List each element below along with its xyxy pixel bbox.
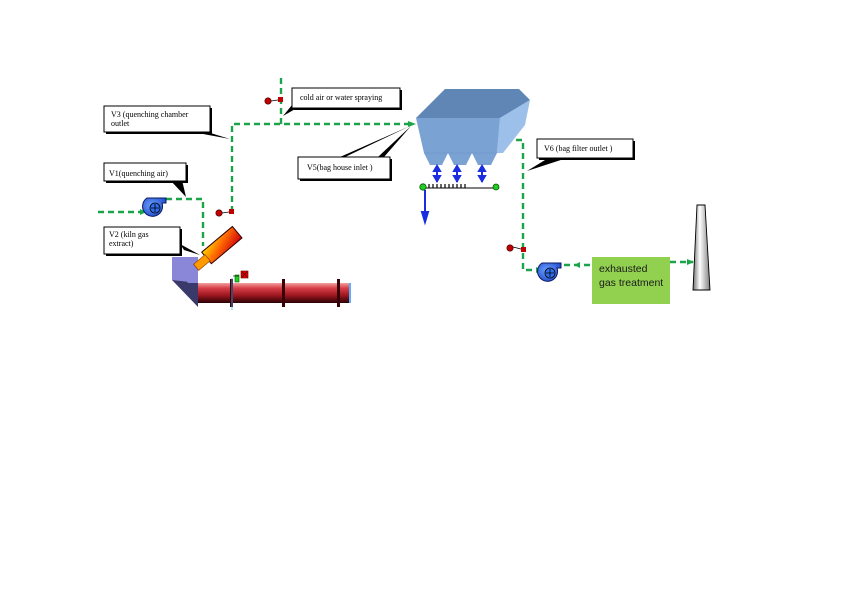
dust-discharge-arrows bbox=[420, 164, 487, 226]
baghouse-front bbox=[416, 118, 500, 153]
callout-v3-line1: V3 (quenching chamber bbox=[111, 110, 189, 119]
kiln-end-cap bbox=[349, 283, 351, 303]
arrow-down-icon bbox=[420, 190, 430, 226]
arrow-up-icon bbox=[452, 164, 462, 183]
callout-v3-line2: outlet bbox=[111, 119, 130, 128]
kiln-hood[interactable] bbox=[172, 257, 198, 307]
baghouse-top bbox=[416, 89, 530, 118]
chimney-icon bbox=[692, 204, 711, 291]
arrow-up-icon bbox=[432, 164, 442, 183]
conveyor-pulley-right bbox=[492, 183, 500, 191]
treatment-box bbox=[592, 257, 670, 304]
callout-v5: V5(bag house inlet ) bbox=[297, 126, 411, 181]
callout-v1-line1: V1(quenching air) bbox=[109, 169, 168, 178]
quenching-chamber[interactable] bbox=[191, 225, 243, 272]
screw-conveyor[interactable] bbox=[419, 183, 500, 191]
id-fan[interactable] bbox=[537, 262, 562, 282]
valve-actuator-icon bbox=[215, 209, 223, 217]
callout-v2-line2: extract) bbox=[109, 239, 134, 248]
kiln-sensor bbox=[234, 274, 240, 283]
kiln-shell bbox=[198, 283, 350, 303]
valve-actuator-icon bbox=[506, 244, 514, 252]
arrow-up-icon bbox=[477, 164, 487, 183]
valve-v6[interactable] bbox=[506, 244, 526, 252]
callout-v5-line1: V5(bag house inlet ) bbox=[307, 163, 373, 172]
callout-v6-line1: V6 (bag filter outlet ) bbox=[544, 144, 613, 153]
conveyor-flights bbox=[428, 184, 466, 188]
valve-body-icon bbox=[278, 97, 283, 102]
kiln-tyre-3 bbox=[337, 279, 340, 307]
valve-v3[interactable] bbox=[215, 209, 234, 217]
rotary-kiln[interactable] bbox=[198, 270, 351, 310]
kiln-tyre-2 bbox=[282, 279, 285, 307]
pipe-bag-filter-outlet bbox=[506, 138, 538, 272]
callout-v2: V2 (kiln gas extract) bbox=[103, 226, 200, 256]
kiln-tyre-1 bbox=[230, 279, 233, 307]
hood-face bbox=[172, 257, 198, 283]
valve-body-icon bbox=[229, 209, 234, 214]
arrow-to-baghouse bbox=[408, 121, 416, 127]
hopper-1 bbox=[424, 153, 448, 165]
baghouse-right bbox=[497, 100, 530, 153]
callout-v2-line1: V2 (kiln gas bbox=[109, 230, 149, 239]
hopper-3 bbox=[472, 153, 497, 165]
valve-actuator-icon bbox=[264, 97, 272, 105]
callout-cold-air-line1: cold air or water spraying bbox=[300, 93, 382, 102]
arrow-to-fan bbox=[140, 209, 146, 215]
callout-v3: V3 (quenching chamber outlet bbox=[103, 105, 230, 139]
quenching-air-fan[interactable] bbox=[142, 197, 167, 217]
treatment-label-line1: exhausted bbox=[599, 263, 648, 275]
quench-nozzle bbox=[193, 254, 211, 271]
valve-body-icon bbox=[521, 247, 526, 252]
arrow-from-treatment bbox=[574, 262, 580, 268]
conveyor-pulley-left bbox=[419, 183, 427, 191]
stack[interactable] bbox=[692, 204, 711, 291]
callout-v6: V6 (bag filter outlet ) bbox=[527, 138, 635, 171]
callout-cold-air: cold air or water spraying bbox=[283, 87, 402, 116]
hopper-2 bbox=[448, 153, 472, 165]
treatment-label-line2: gas treatment bbox=[599, 277, 663, 289]
arrow-to-stack bbox=[687, 259, 694, 265]
bag-house[interactable] bbox=[416, 89, 530, 165]
callout-v1: V1(quenching air) bbox=[103, 162, 188, 197]
pipe-fan-to-quench bbox=[166, 197, 205, 246]
valve-cold-air[interactable] bbox=[264, 97, 283, 105]
exhausted-gas-treatment[interactable]: exhausted gas treatment bbox=[592, 257, 670, 304]
